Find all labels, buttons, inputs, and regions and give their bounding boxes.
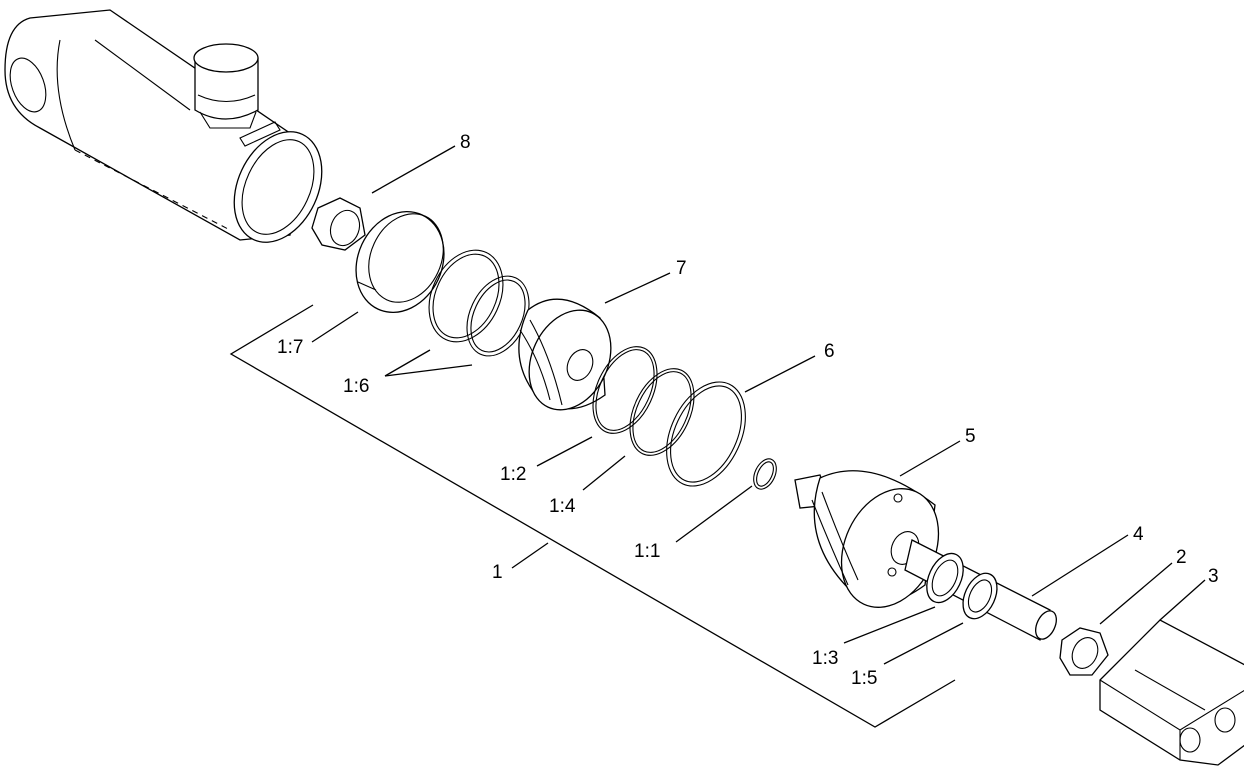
callout-1-2: 1:2	[500, 464, 526, 485]
callout-7: 7	[676, 258, 687, 279]
seal-rings-part-1-6	[428, 249, 530, 357]
callout-8: 8	[460, 132, 471, 153]
callout-6: 6	[824, 341, 835, 362]
clevis-part-3	[1099, 619, 1244, 766]
rod-seal-part-1-5	[962, 572, 998, 620]
callout-3: 3	[1208, 566, 1219, 587]
backup-ring-part-6	[666, 381, 746, 487]
gland-part-7	[518, 298, 612, 411]
callout-1-3: 1:3	[812, 648, 838, 669]
cylinder-barrel	[4, 9, 323, 243]
nut-part-8	[311, 197, 366, 251]
callout-1-1: 1:1	[634, 541, 660, 562]
wear-ring-part-1-7	[355, 210, 445, 314]
o-ring-part-1-4	[629, 368, 695, 456]
callout-5: 5	[965, 426, 976, 447]
small-o-ring-part-1-1	[753, 458, 777, 490]
callout-1-7: 1:7	[277, 337, 303, 358]
callout-2: 2	[1176, 547, 1187, 568]
callout-labels: 8 7 6 5 4 2 3 1 1:7 1:6 1:2 1:4 1:1 1:3 …	[277, 132, 1219, 689]
callout-1-5: 1:5	[851, 668, 877, 689]
callout-1: 1	[492, 562, 503, 583]
o-ring-part-1-2	[592, 346, 658, 434]
leader-lines	[229, 145, 1206, 728]
callout-1-6: 1:6	[343, 376, 369, 397]
callout-1-4: 1:4	[549, 496, 576, 517]
callout-4: 4	[1133, 524, 1144, 545]
rod-seal-part-1-3	[926, 552, 964, 604]
jam-nut-part-2	[1059, 627, 1109, 676]
